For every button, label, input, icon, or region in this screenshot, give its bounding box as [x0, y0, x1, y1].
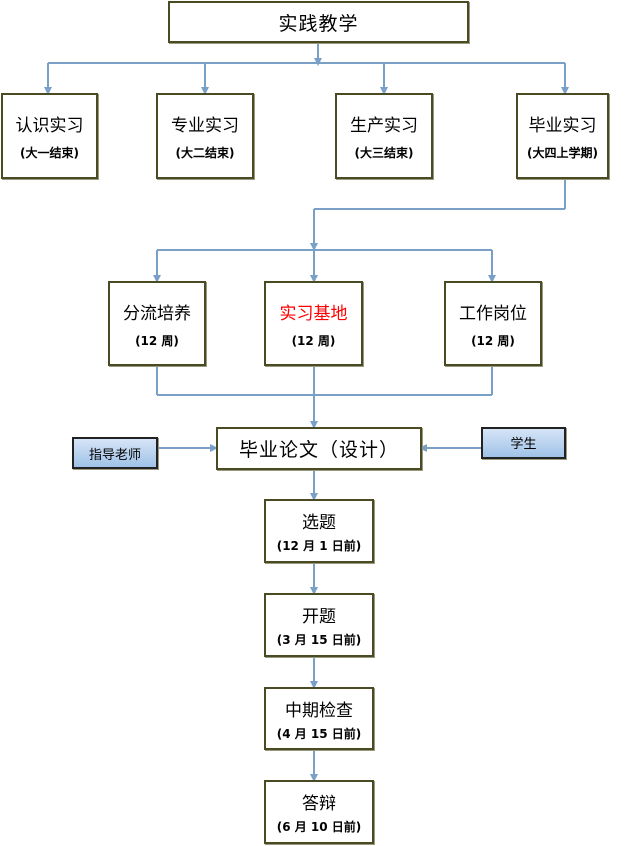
node-title: 工作岗位	[459, 303, 527, 324]
node-note: (3 月 15 日前)	[276, 633, 362, 647]
milestone-node: 答辩 (6 月 10 日前)	[264, 780, 374, 844]
node-title: 中期检查	[285, 700, 353, 721]
student-actor: 学生	[481, 427, 566, 459]
node-title: 毕业实习	[528, 116, 597, 136]
milestone-node: 开题 (3 月 15 日前)	[264, 593, 374, 657]
node-note: (12 周)	[471, 333, 515, 348]
node-note: (大一结束)	[20, 146, 79, 160]
milestone-node: 选题 (12 月 1 日前)	[264, 499, 374, 563]
milestone-node: 中期检查 (4 月 15 日前)	[264, 687, 374, 750]
node-note: (大三结束)	[354, 146, 414, 160]
option-node-highlight: 实习基地 (12 周)	[264, 281, 363, 366]
node-title: 生产实习	[350, 116, 418, 136]
root-title: 实践教学	[278, 12, 359, 35]
root-node: 实践教学	[168, 1, 469, 43]
node-title: 认识实习	[15, 116, 84, 136]
node-title: 分流培养	[123, 303, 191, 324]
node-title: 选题	[302, 513, 336, 533]
internship-node: 生产实习 (大三结束)	[335, 93, 433, 179]
thesis-node: 毕业论文（设计）	[216, 427, 422, 470]
node-title: 开题	[302, 607, 336, 627]
option-node: 分流培养 (12 周)	[108, 281, 206, 366]
node-note: (6 月 10 日前)	[276, 820, 362, 834]
internship-node: 毕业实习 (大四上学期)	[516, 93, 609, 179]
teacher-actor: 指导老师	[72, 437, 158, 469]
internship-node: 专业实习 (大二结束)	[156, 93, 254, 179]
node-note: (大四上学期)	[527, 146, 598, 160]
node-note: (大二结束)	[175, 146, 235, 160]
teacher-label: 指导老师	[88, 447, 141, 463]
node-note: (12 月 1 日前)	[276, 539, 362, 553]
node-title: 答辩	[302, 794, 336, 814]
node-note: (12 周)	[291, 333, 336, 348]
node-title: 实习基地	[279, 303, 348, 324]
option-node: 工作岗位 (12 周)	[444, 281, 542, 366]
node-note: (4 月 15 日前)	[276, 726, 362, 741]
student-label: 学生	[510, 437, 537, 452]
node-note: (12 周)	[135, 333, 179, 348]
internship-node: 认识实习 (大一结束)	[1, 93, 98, 179]
thesis-title: 毕业论文（设计）	[238, 439, 399, 461]
node-title: 专业实习	[171, 116, 239, 136]
